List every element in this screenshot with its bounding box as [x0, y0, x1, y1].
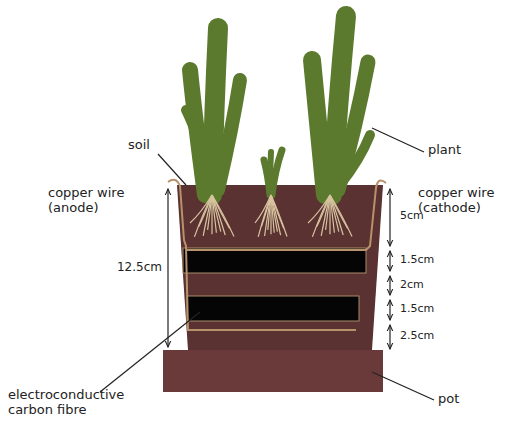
dimension-label: 5cm [400, 210, 424, 223]
root-strand [321, 195, 330, 236]
dimension-lines [168, 189, 390, 349]
dimension-label: 1.5cm [400, 303, 434, 316]
root-strand [326, 195, 330, 230]
root-strand [330, 195, 339, 232]
part-label: copper wire (cathode) [418, 186, 514, 216]
carbon-fibre-band [183, 248, 366, 273]
pot-body [177, 185, 383, 350]
root-strand [330, 195, 352, 236]
part-label: plant [428, 143, 461, 158]
leader-lines [100, 128, 434, 400]
plant-leaves [186, 16, 370, 195]
carbon-fibre-band [187, 296, 359, 321]
root-strand [212, 195, 221, 232]
root-strand [203, 195, 212, 236]
part-label: copper wire (anode) [48, 186, 144, 216]
root-strand [265, 195, 271, 236]
root-strand [271, 195, 287, 236]
part-label: electroconductive carbon fibre [8, 388, 158, 418]
plant-roots [190, 195, 352, 237]
part-label: soil [128, 138, 150, 153]
part-label: pot [438, 392, 459, 407]
root-strand [212, 195, 234, 236]
dimension-label: 12.5cm [117, 261, 162, 275]
root-strand [312, 195, 330, 237]
root-strand [258, 195, 271, 237]
copper-wire-anode [168, 180, 356, 330]
root-strand [208, 195, 212, 230]
dimension-label: 2.5cm [400, 330, 434, 343]
root-strand [194, 195, 212, 237]
dimension-label: 2cm [400, 279, 424, 292]
dimension-label: 1.5cm [400, 254, 434, 267]
pot-base [163, 350, 383, 392]
